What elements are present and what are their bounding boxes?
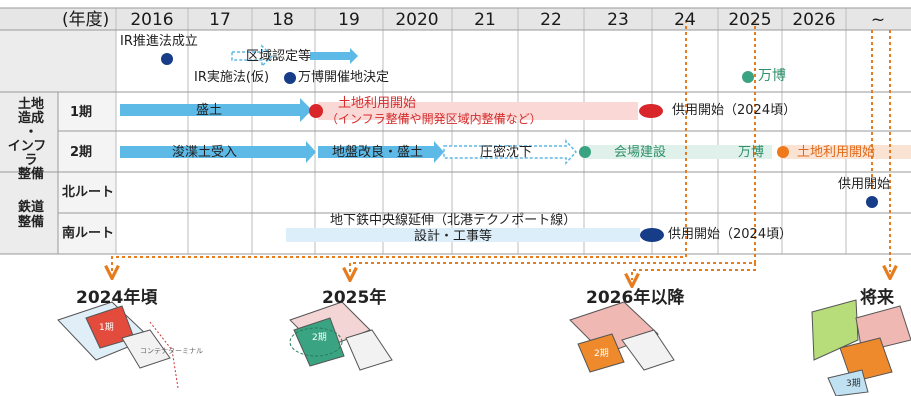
phase1-service-marker <box>639 104 663 118</box>
phase1-landuse-band <box>318 102 638 120</box>
row-lines <box>0 7 911 255</box>
phase-title-2026: 2026年以降 <box>586 288 685 308</box>
map-2024-block: 1期 <box>99 323 114 333</box>
phase1-start-text: 土地利用開始 <box>338 96 417 111</box>
year-cell: 21 <box>474 10 496 30</box>
zone-cert-dashed-arrow <box>231 44 274 68</box>
map-2024 <box>57 301 179 389</box>
land-label-1: 土地 <box>17 97 44 112</box>
phase1-service-text: 供用開始（2024頃） <box>672 103 797 118</box>
phase2-landuse-dot <box>777 146 789 158</box>
year-cell: ~ <box>870 10 886 30</box>
north-route-service-dot <box>866 196 878 208</box>
land-label-3: ・ <box>24 125 38 140</box>
phase1-start-dot <box>309 104 323 118</box>
land-group-label: 土地 造成 ・ インフラ 整備 <box>8 97 48 182</box>
south-route-line2: 設計・工事等 <box>414 229 493 244</box>
phase1-fill-arrow <box>120 98 312 122</box>
year-cell: 2025 <box>728 10 772 30</box>
ir-law-dot <box>161 53 173 65</box>
phase2-landuse-band <box>782 145 911 159</box>
phase2-settle-dashed-arrow <box>443 139 578 165</box>
phase1-start-detail: （インフラ整備や開発区域内整備など） <box>326 112 542 126</box>
phase2-improve-arrow <box>318 141 444 163</box>
expo-site-dot <box>284 72 296 84</box>
expo-text: 万博 <box>758 68 786 84</box>
rail-group-label: 鉄道 整備 <box>16 200 46 230</box>
year-cell: 2020 <box>395 10 439 30</box>
south-route-line1: 地下鉄中央線延伸（北港テクノポート線） <box>330 213 577 228</box>
phase2-expo-text: 万博 <box>738 145 765 160</box>
ir-law-text: IR推進法成立 <box>120 34 198 49</box>
year-cell: 23 <box>607 10 629 30</box>
phase-connectors <box>112 20 890 280</box>
phase2-settle-text: 圧密沈下 <box>480 145 533 160</box>
phase2-improve-text: 地盤改良・盛土 <box>332 145 424 160</box>
phase-title-2025: 2025年 <box>322 288 387 308</box>
phase-title-2024: 2024年頃 <box>76 288 158 308</box>
phase-title-future: 将来 <box>860 288 894 308</box>
year-cell: 2016 <box>130 10 174 30</box>
rail-label-2: 整備 <box>17 215 44 230</box>
ir-impl-text: IR実施法(仮) <box>194 70 270 85</box>
phase1-fill-text: 盛土 <box>196 103 223 118</box>
south-route-service-marker <box>640 228 664 242</box>
map-2025 <box>289 301 393 371</box>
map-2026-block: 2期 <box>594 349 609 359</box>
map-future <box>811 299 911 396</box>
land-label-2: 造成 <box>17 111 44 126</box>
year-unit-label: (年度) <box>62 10 110 30</box>
phase-label-bg <box>58 92 116 172</box>
south-route-service-text: 供用開始（2024頃） <box>668 227 793 242</box>
year-cell: 24 <box>674 10 696 30</box>
map-terminal-label: コンテナターミナル <box>140 347 203 355</box>
north-route-service-text: 供用開始 <box>838 177 891 192</box>
zone-cert-arrow <box>310 48 358 64</box>
south-route-band <box>286 228 640 242</box>
year-cell: 19 <box>338 10 360 30</box>
phase2-label: 2期 <box>70 145 93 160</box>
phase2-dredge-text: 浚渫土受入 <box>172 145 238 160</box>
header-row-bg <box>0 8 911 30</box>
land-label-4: インフラ <box>7 139 47 168</box>
expo-site-text: 万博開催地決定 <box>298 70 390 85</box>
north-route-label: 北ルート <box>62 185 115 200</box>
year-cell: 22 <box>540 10 562 30</box>
land-label-5: 整備 <box>17 167 44 182</box>
phase2-venue-text: 会場建設 <box>614 145 667 160</box>
rail-label-1: 鉄道 <box>17 200 44 215</box>
map-future-block: 3期 <box>846 379 861 389</box>
phase2-venue-band <box>586 145 772 159</box>
phase2-dredge-arrow <box>120 141 316 163</box>
phase2-landuse-text: 土地利用開始 <box>797 145 876 160</box>
year-cell: 17 <box>209 10 231 30</box>
year-cell: 2026 <box>792 10 836 30</box>
map-2025-block: 2期 <box>312 333 327 343</box>
south-route-label: 南ルート <box>62 226 115 241</box>
zone-cert-text: 区域認定等 <box>246 49 312 64</box>
phase1-label: 1期 <box>70 105 93 120</box>
expo-dot <box>742 71 754 83</box>
year-cell: 18 <box>272 10 294 30</box>
phase2-venue-dot <box>579 146 591 158</box>
map-2026 <box>569 301 675 373</box>
